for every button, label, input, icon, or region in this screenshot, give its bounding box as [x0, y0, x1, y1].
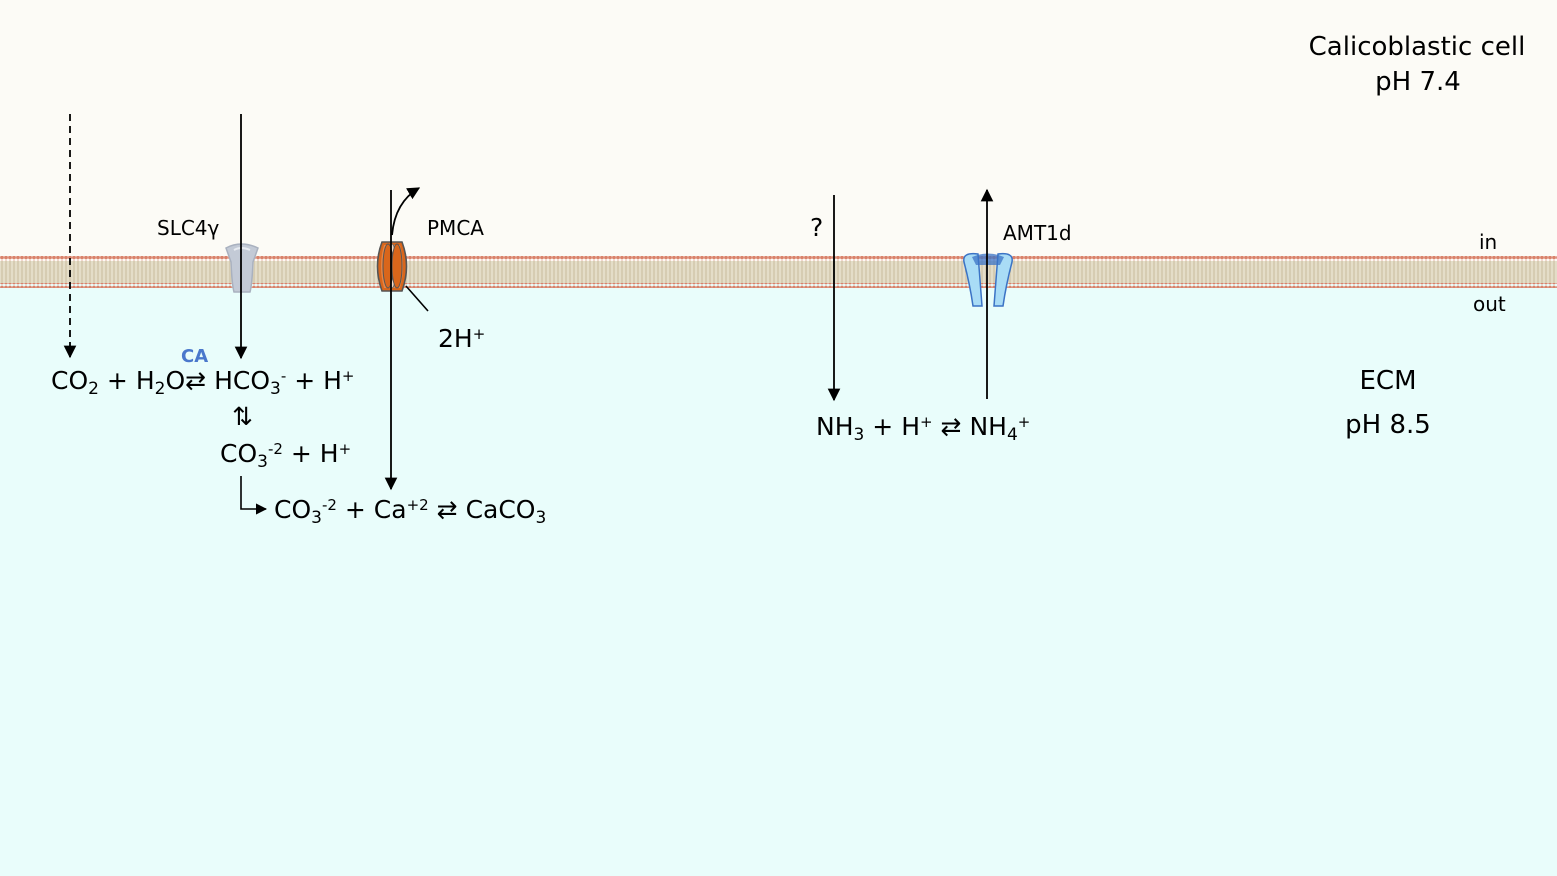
calcification-reaction: CO3-2 + Ca+2 ⇄ CaCO3 — [274, 495, 547, 528]
hydration-reaction: CO2 + H2O⇄ HCO3- + H+ — [51, 366, 355, 399]
amt1d-transporter-icon — [963, 252, 1013, 307]
proton-countertransport-arrow — [391, 187, 421, 236]
carbonate-dissociation-products: CO3-2 + H+ — [220, 439, 352, 472]
slc4-label: SLC4γ — [157, 216, 220, 240]
unknown-transport-label: ? — [810, 213, 824, 242]
intracellular-region — [0, 0, 1557, 262]
outside-label: out — [1473, 292, 1506, 316]
ammonium-equilibrium: NH3 + H+ ⇄ NH4+ — [816, 412, 1031, 445]
inside-label: in — [1479, 230, 1498, 254]
proton-leader-line — [405, 285, 429, 312]
amt1d-label: AMT1d — [1003, 221, 1072, 245]
carbonic-anhydrase-label: CA — [181, 346, 209, 367]
pmca-pump-icon — [376, 241, 408, 292]
pmca-label: PMCA — [427, 216, 484, 240]
cell-ph: pH 7.4 — [1375, 67, 1461, 97]
carbonate-flow-arrow — [240, 476, 268, 515]
cell-title: Calicoblastic cell — [1308, 32, 1526, 62]
ecm-ph: pH 8.5 — [1345, 410, 1431, 440]
ecm-title: ECM — [1359, 366, 1417, 396]
proton-label: 2H+ — [438, 324, 486, 353]
extracellular-region — [0, 262, 1557, 876]
bicarbonate-dissociation-arrow: ⇅ — [232, 402, 253, 431]
